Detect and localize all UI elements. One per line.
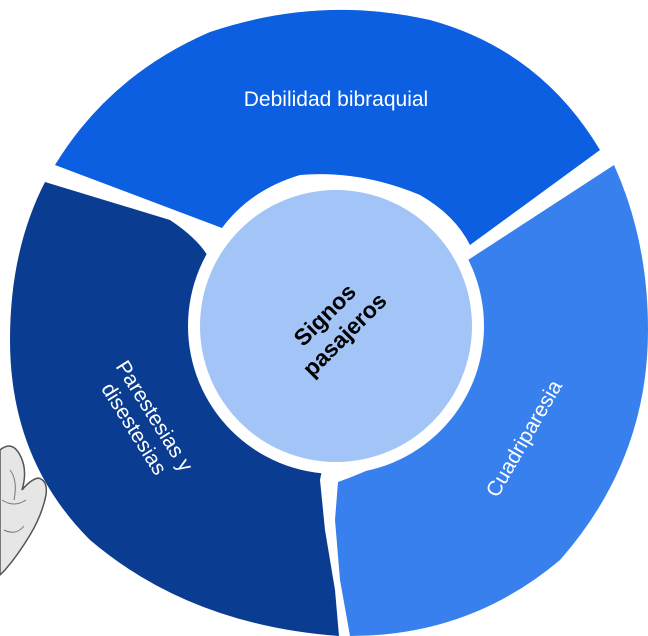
segment-parestesias: [10, 182, 339, 636]
hand-illustration: [0, 445, 48, 577]
center-circle: [200, 190, 472, 462]
segment-cuadriparesia: [335, 165, 648, 636]
segment-label-debilidad: Debilidad bibraquial: [244, 88, 428, 111]
segment-debilidad: [55, 9, 600, 245]
